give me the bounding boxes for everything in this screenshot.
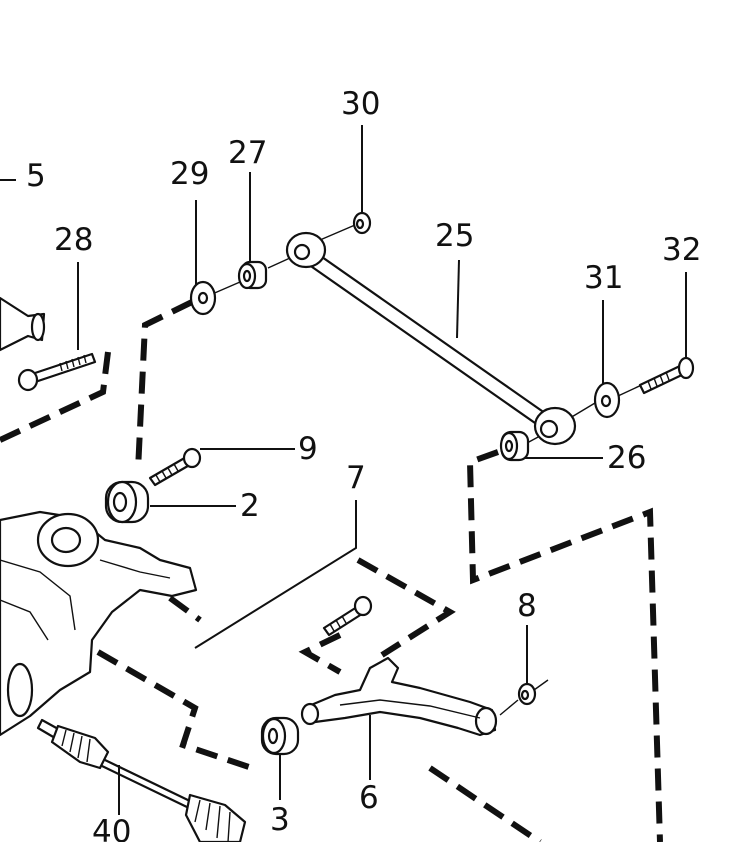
bolt-9-thread <box>155 463 179 483</box>
control-arm-6 <box>300 656 498 737</box>
wheel-carrier-edge-3 <box>99 559 171 579</box>
control-arm-6-body <box>302 656 497 737</box>
bolt-28-head <box>17 368 39 392</box>
label-29: 29 <box>170 156 209 192</box>
label-8: 8 <box>517 588 537 624</box>
control-arm-6-inner-eye <box>300 702 320 726</box>
leader-25 <box>456 259 460 339</box>
arm-5 <box>0 296 46 352</box>
drive-shaft-bar-2 <box>101 765 190 809</box>
bolt-7 <box>322 595 373 637</box>
bushing-3 <box>260 716 300 756</box>
drive-shaft-bar <box>104 759 193 803</box>
label-25: 25 <box>435 218 474 254</box>
wheel-carrier-bore <box>50 526 82 554</box>
link-25-30 <box>319 224 356 241</box>
guide-line-7-upper <box>356 557 456 658</box>
nut-8 <box>517 682 537 706</box>
control-arm-6-ridge <box>339 699 481 719</box>
nut-30-hole <box>355 218 365 230</box>
wheel-carrier-flange <box>6 662 34 718</box>
arm-5-end <box>30 312 46 342</box>
bushing-26-hole <box>504 439 514 453</box>
label-30: 30 <box>341 86 380 122</box>
bolt-7-thread <box>329 615 347 632</box>
link-arm-rod <box>303 248 554 432</box>
label-28: 28 <box>54 222 93 258</box>
bushing-2 <box>104 480 150 524</box>
label-40: 40 <box>92 814 131 842</box>
label-26: 26 <box>607 440 646 476</box>
bolt-32-head <box>677 356 695 380</box>
washer-29-hole <box>197 291 209 305</box>
label-6: 6 <box>359 780 379 816</box>
assembly-guide-lines <box>0 299 663 842</box>
guide-line-8 <box>428 765 542 842</box>
bolt-9-head <box>182 447 202 469</box>
label-2: 2 <box>240 488 260 524</box>
wheel-carrier-edge-1 <box>0 559 76 631</box>
link-arm-25 <box>285 231 577 446</box>
drive-shaft-outer-boot-ribs <box>194 799 231 842</box>
drive-shaft-40 <box>36 718 247 842</box>
washer-29 <box>189 280 217 316</box>
bolt-7-head <box>353 595 373 617</box>
bolt-32 <box>638 356 695 395</box>
guide-line-26 <box>466 449 663 842</box>
bolt-28-thread <box>59 354 87 372</box>
bolt-9 <box>148 447 202 487</box>
leader-7 <box>194 500 357 649</box>
link-26-25 <box>526 435 541 444</box>
guide-line-7-lower <box>298 632 342 675</box>
drive-shaft-inner-boot-ribs <box>61 729 91 763</box>
leader-lines <box>0 125 687 815</box>
drive-shaft-outer-boot <box>184 793 247 842</box>
guide-line-3 <box>96 649 259 773</box>
wheel-carrier <box>0 510 198 737</box>
bushing-27 <box>237 260 268 290</box>
bolt-32-thread <box>647 371 670 390</box>
nut-8-hole <box>520 689 530 701</box>
bushing-2-hole <box>112 491 128 513</box>
label-3: 3 <box>270 802 290 838</box>
bolt-28 <box>17 352 97 392</box>
label-5: 5 <box>26 158 46 194</box>
label-9: 9 <box>298 431 318 467</box>
connection-lines <box>209 224 649 716</box>
guide-line-29 <box>135 299 194 471</box>
link-arm-outer-hole <box>539 419 559 439</box>
nut-30 <box>352 211 372 235</box>
wheel-carrier-edge-2 <box>0 599 49 641</box>
bushing-27-hole <box>242 269 252 283</box>
callout-labels: 5 28 29 27 30 25 31 32 26 9 2 7 8 6 3 40 <box>26 86 701 842</box>
washer-31 <box>593 381 621 419</box>
label-27: 27 <box>228 135 267 171</box>
link-arm-bush-hole <box>293 243 311 261</box>
bushing-3-hole <box>267 727 279 745</box>
label-31: 31 <box>584 260 623 296</box>
link-25-31 <box>569 402 596 419</box>
control-arm-6-outer-eye <box>474 706 498 736</box>
bushing-26 <box>499 430 530 462</box>
guide-line-knuckle <box>168 595 202 623</box>
bolt-28-shank <box>30 352 97 384</box>
label-32: 32 <box>662 232 701 268</box>
link-6-8 <box>499 699 519 716</box>
link-8-end <box>533 679 549 691</box>
link-27-25 <box>267 257 291 269</box>
label-7: 7 <box>346 460 366 496</box>
guide-line-28 <box>0 351 111 443</box>
washer-31-hole <box>600 394 612 408</box>
